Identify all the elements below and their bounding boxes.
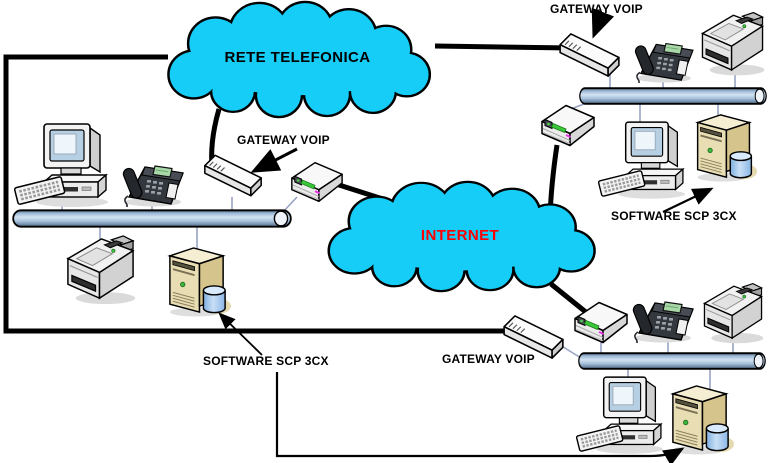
gateway-voip-icon xyxy=(559,33,620,77)
internet-cloud-label: INTERNET xyxy=(420,227,500,244)
workstation-icon xyxy=(14,122,110,208)
arrow-software-right xyxy=(662,187,714,213)
voip-phone-icon xyxy=(633,42,694,83)
label-software-scp-3cx-right: SOFTWARE SCP 3CX xyxy=(611,209,737,223)
gateway-voip-icon xyxy=(204,154,262,197)
printer-icon xyxy=(701,11,766,77)
printer-icon xyxy=(67,235,136,305)
server-database-icon xyxy=(672,385,735,456)
label-gateway-voip-left: GATEWAY VOIP xyxy=(237,133,330,147)
label-software-scp-3cx-bottom: SOFTWARE SCP 3CX xyxy=(203,354,329,368)
workstation-icon xyxy=(598,120,687,200)
telephone-network-cloud-label: RETE TELEFONICA xyxy=(224,49,371,66)
left-network-bus-icon xyxy=(12,209,292,228)
label-gateway-voip-bottom: GATEWAY VOIP xyxy=(442,352,535,366)
workstation-icon xyxy=(576,375,665,455)
server-database-icon xyxy=(169,247,232,318)
router-icon xyxy=(290,161,344,203)
server-database-icon xyxy=(696,114,758,183)
phone-cloud-to-top-gateway-connector xyxy=(434,43,573,51)
phone-line-left-loop-connector xyxy=(3,54,511,334)
label-gateway-voip-top: GATEWAY VOIP xyxy=(550,2,643,16)
arrow-software-bottom-left xyxy=(218,312,263,356)
printer-icon xyxy=(703,282,764,344)
voip-phone-icon xyxy=(630,301,694,343)
top-right-network-bus-icon xyxy=(579,87,767,105)
bottom-right-network-bus-icon xyxy=(578,352,766,370)
arrow-gateway-top xyxy=(591,7,615,39)
arrow-software-to-bottom-server xyxy=(275,372,685,463)
internet-to-bottom-router-connector xyxy=(549,282,589,315)
arrow-gateway-left xyxy=(250,147,298,173)
router-icon xyxy=(540,104,596,147)
voip-phone-icon xyxy=(120,165,184,207)
